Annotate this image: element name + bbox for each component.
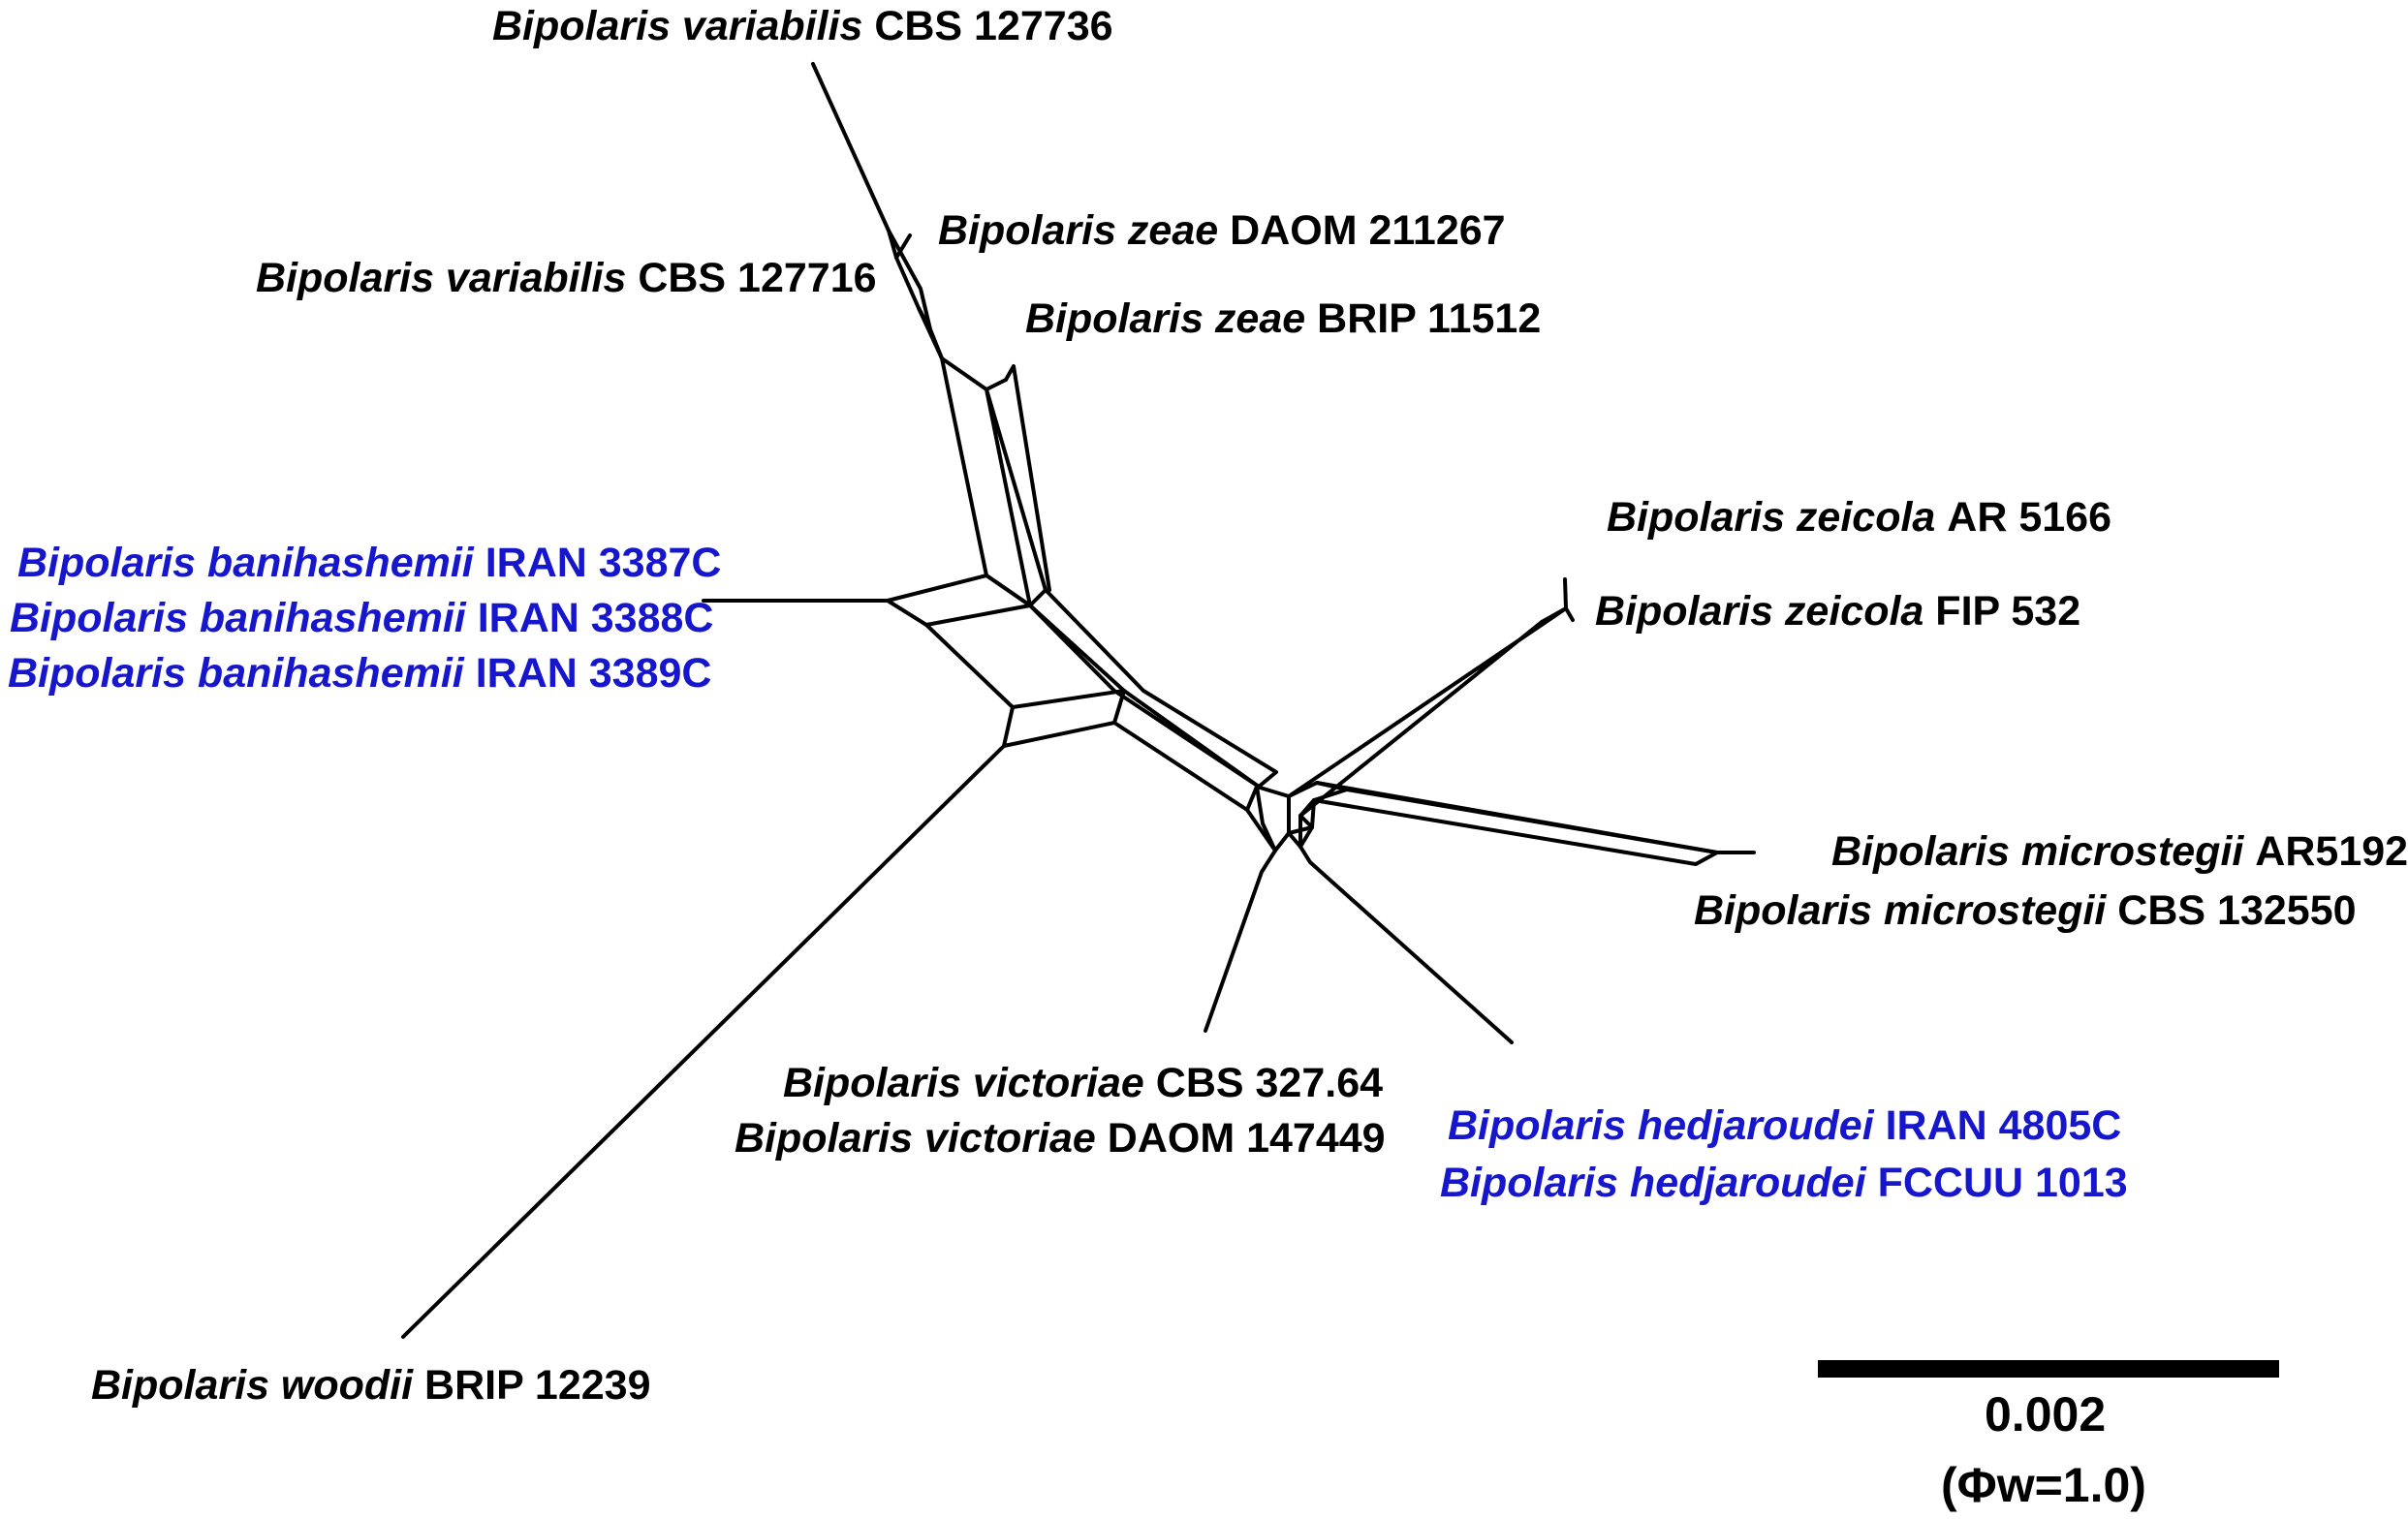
taxon-strain: DAOM 147449: [1107, 1115, 1386, 1162]
taxon-strain: IRAN 3388C: [477, 595, 714, 641]
taxon-genus: Bipolaris hedjaroudei: [1448, 1102, 1886, 1149]
network-edge: [1204, 849, 1277, 1033]
network-edge: [1257, 770, 1278, 789]
network-edge: [985, 378, 1008, 391]
network-edge: [1255, 785, 1277, 852]
taxon-strain: AR 5166: [1947, 494, 2112, 541]
taxon-label: Bipolaris banihashemii IRAN 3389C: [8, 649, 711, 698]
network-edge: [940, 356, 1048, 607]
taxon-genus: Bipolaris victoriae: [735, 1115, 1108, 1162]
taxon-label: Bipolaris banihashemii IRAN 3387C: [17, 539, 721, 587]
taxon-strain: FIP 532: [1935, 588, 2081, 635]
taxon-label: Bipolaris zeicola FIP 532: [1595, 587, 2080, 636]
taxon-genus: Bipolaris victoriae: [783, 1060, 1156, 1106]
taxon-label: Bipolaris woodii BRIP 12239: [91, 1361, 651, 1410]
taxon-genus: Bipolaris zeicola: [1607, 494, 1948, 541]
taxon-label: Bipolaris microstegii CBS 132550: [1694, 886, 2357, 935]
taxon-strain: CBS 127736: [874, 3, 1113, 49]
network-edge: [924, 623, 1015, 709]
taxon-strain: AR5192: [2255, 828, 2408, 875]
network-edge: [887, 229, 932, 331]
scale-bar-note: (Φw=1.0): [1941, 1458, 2146, 1512]
network-edge: [894, 233, 912, 260]
network-edge: [1563, 577, 1568, 610]
taxon-label: Bipolaris zeae DAOM 211267: [938, 206, 1506, 255]
network-edge: [1004, 364, 1051, 592]
taxon-strain: DAOM 211267: [1230, 207, 1506, 254]
network-edge: [401, 744, 1006, 1339]
taxon-label: Bipolaris microstegii AR5192: [1831, 827, 2408, 876]
taxon-genus: Bipolaris zeicola: [1595, 588, 1936, 635]
network-edge: [1122, 689, 1261, 789]
taxon-strain: FCCUU 1013: [1877, 1160, 2128, 1206]
taxon-strain: CBS 132550: [2117, 887, 2357, 934]
network-edge: [928, 327, 944, 360]
taxon-strain: BRIP 12239: [424, 1362, 651, 1409]
network-edge: [1044, 588, 1278, 774]
network-edge: [811, 62, 891, 232]
network-edge: [1345, 788, 1719, 854]
taxon-strain: BRIP 11512: [1317, 295, 1542, 342]
taxon-genus: Bipolaris banihashemii: [8, 650, 476, 697]
taxon-genus: Bipolaris woodii: [91, 1362, 425, 1409]
taxon-genus: Bipolaris hedjaroudei: [1440, 1160, 1878, 1206]
scale-bar: [1818, 1360, 2279, 1378]
taxon-genus: Bipolaris microstegii: [1694, 887, 2118, 934]
taxon-label: Bipolaris zeicola AR 5166: [1607, 493, 2111, 542]
taxon-strain: CBS 127716: [638, 255, 877, 301]
network-edge: [1564, 606, 1575, 622]
taxon-label: Bipolaris variabilis CBS 127736: [492, 2, 1113, 50]
taxon-strain: IRAN 4805C: [1885, 1102, 2122, 1149]
network-edge: [1028, 604, 1261, 789]
taxon-strain: IRAN 3389C: [475, 650, 712, 697]
taxon-label: Bipolaris hedjaroudei IRAN 4805C: [1448, 1101, 2121, 1150]
taxon-genus: Bipolaris zeae: [938, 207, 1231, 254]
taxon-genus: Bipolaris zeae: [1025, 295, 1318, 342]
network-edge: [1287, 606, 1568, 818]
taxon-genus: Bipolaris banihashemii: [10, 595, 478, 641]
taxon-strain: CBS 327.64: [1155, 1060, 1384, 1106]
taxon-strain: IRAN 3387C: [485, 540, 722, 586]
taxon-label: Bipolaris hedjaroudei FCCUU 1013: [1440, 1159, 2128, 1207]
taxon-genus: Bipolaris variabilis: [492, 3, 875, 49]
taxon-label: Bipolaris victoriae DAOM 147449: [735, 1114, 1386, 1162]
taxon-label: Bipolaris victoriae CBS 327.64: [783, 1059, 1383, 1107]
network-edge: [1112, 721, 1249, 812]
taxon-genus: Bipolaris microstegii: [1831, 828, 2256, 875]
taxon-label: Bipolaris zeae BRIP 11512: [1025, 294, 1541, 343]
taxon-genus: Bipolaris banihashemii: [17, 540, 485, 586]
network-edge: [1298, 845, 1514, 1044]
taxon-label: Bipolaris variabilis CBS 127716: [256, 254, 877, 302]
scale-bar-value: 0.002: [1985, 1387, 2107, 1442]
taxon-label: Bipolaris banihashemii IRAN 3388C: [10, 594, 713, 642]
network-edge: [886, 574, 1032, 627]
taxon-genus: Bipolaris variabilis: [256, 255, 639, 301]
network-edge: [1002, 689, 1126, 748]
